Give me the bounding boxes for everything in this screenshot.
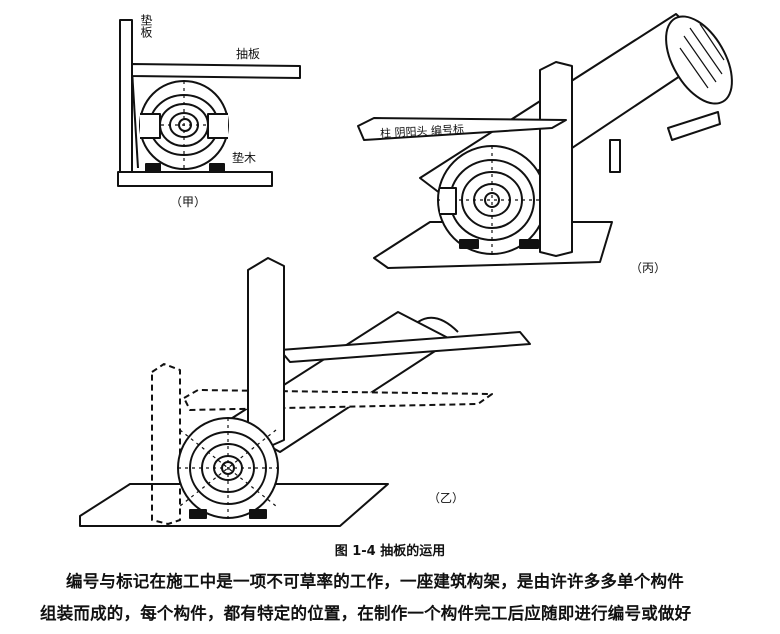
- body-text-line-2: 组装而成的，每个构件，都有特定的位置，在制作一个构件完工后应随即进行编号或做好: [40, 604, 692, 623]
- sublabel-jia: （甲）: [170, 195, 207, 209]
- figure-caption: 图 1-4 抽板的运用: [334, 544, 446, 559]
- figure-1-4-illustration: [79, 13, 733, 527]
- diagram-yi: [79, 257, 531, 527]
- body-text-line-1: 编号与标记在施工中是一项不可草率的工作，一座建筑构架，是由许许多多单个构件: [66, 572, 684, 591]
- diagram-bing: [357, 13, 733, 269]
- diagram-jia: [117, 19, 301, 187]
- label-jia-dianmu: 垫木: [232, 151, 257, 165]
- sublabel-bing: （丙）: [630, 261, 667, 275]
- label-jia-diban: 垫板: [139, 14, 153, 38]
- sublabel-yi: （乙）: [428, 491, 465, 505]
- label-jia-choubang: 抽板: [236, 47, 261, 61]
